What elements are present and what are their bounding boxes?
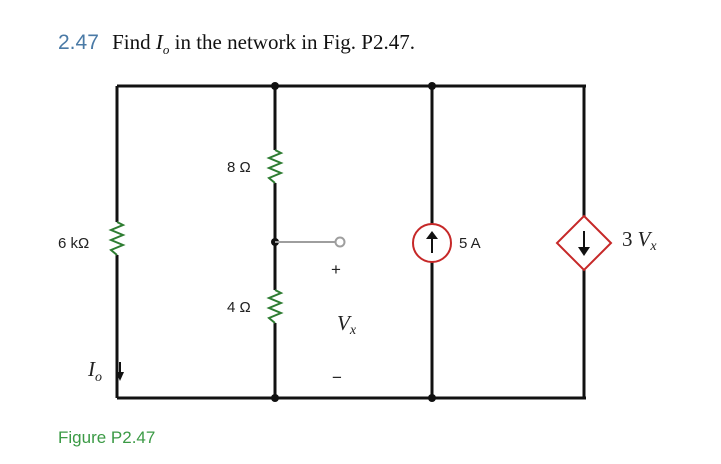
vx-minus: −	[332, 368, 342, 387]
dep-source-coef: 3	[622, 227, 633, 251]
dependent-source	[555, 214, 613, 272]
resistor-4	[266, 289, 284, 324]
junction-dot	[271, 394, 279, 402]
figure-caption: Figure P2.47	[58, 428, 156, 447]
problem-number: 2.47	[58, 31, 99, 54]
label-vx: Vx	[337, 311, 357, 338]
vx-plus: +	[331, 260, 341, 279]
io-arrow-icon	[116, 372, 124, 381]
vx-terminal	[334, 236, 346, 248]
junction-dot	[428, 394, 436, 402]
io-sub: o	[95, 370, 102, 385]
resistor-8	[266, 149, 284, 184]
junction-dot	[428, 82, 436, 90]
junction-dot	[271, 82, 279, 90]
dep-source-var: V	[638, 227, 653, 251]
vx-sub: x	[349, 323, 357, 338]
problem-variable-sub: o	[162, 42, 170, 58]
dep-source-var-sub: x	[649, 239, 657, 254]
label-resistor-4: 4 Ω	[227, 299, 251, 316]
problem-text-after: in the network in Fig. P2.47.	[174, 30, 415, 54]
circuit-wires	[115, 84, 586, 400]
problem-variable: I	[155, 30, 163, 54]
label-io: Io	[87, 357, 102, 385]
io-var: I	[87, 357, 96, 381]
label-current-source: 5 A	[459, 235, 481, 252]
label-resistor-6k: 6 kΩ	[58, 235, 89, 252]
arrow-up-icon	[426, 231, 438, 239]
problem-statement: 2.47 Find Io in the network in Fig. P2.4…	[58, 30, 415, 58]
label-resistor-8: 8 Ω	[227, 159, 251, 176]
problem-text-before: Find	[112, 30, 151, 54]
current-source-5a	[412, 223, 452, 263]
vx-var: V	[337, 311, 352, 335]
resistor-6k	[108, 221, 126, 256]
arrow-down-icon	[578, 247, 590, 256]
